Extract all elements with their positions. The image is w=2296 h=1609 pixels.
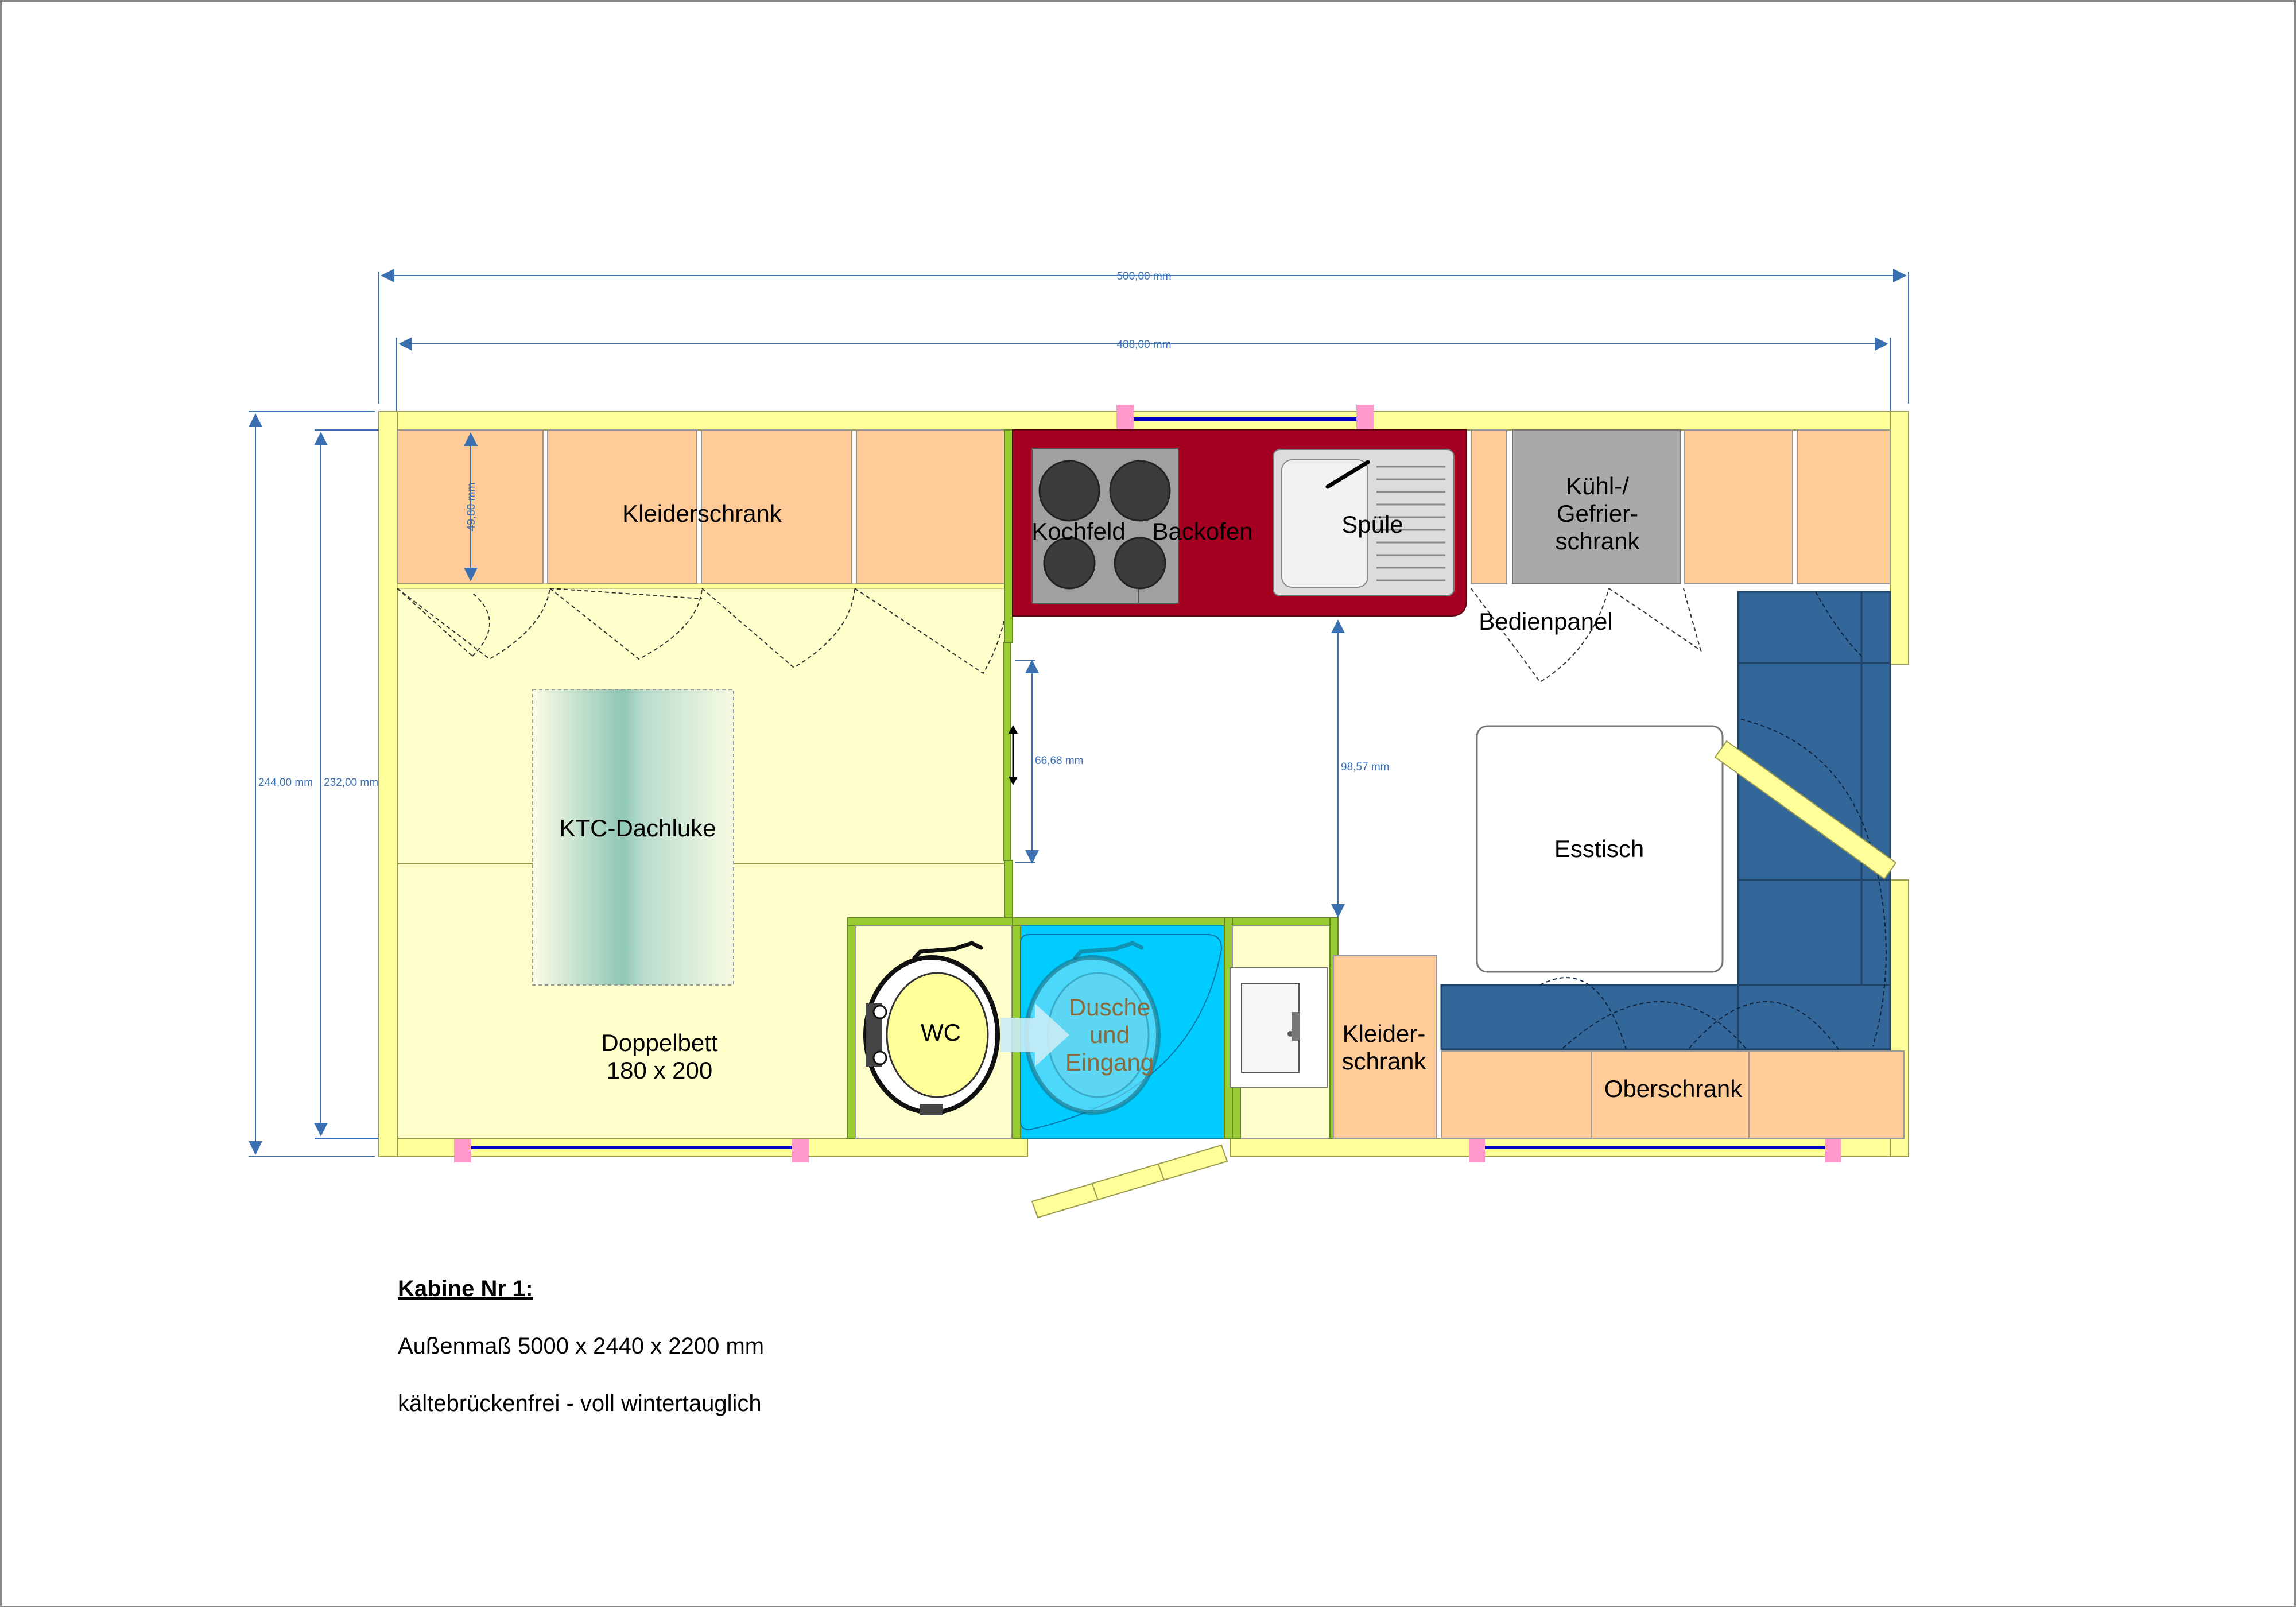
dimension-outer-width: 244,00 mm <box>249 411 375 1157</box>
washbasin <box>1230 917 1339 1139</box>
dimension-label-inner-width: 232,00 mm <box>324 777 378 789</box>
dimension-aisle: 98,57 mm <box>1331 619 1389 918</box>
caption-dimensions: Außenmaß 5000 x 2440 x 2200 mm <box>398 1333 765 1359</box>
dining-table-label: Esstisch <box>1554 835 1644 862</box>
caption-insulation: kältebrückenfrei - voll wintertauglich <box>398 1391 762 1416</box>
window-top <box>1116 405 1374 433</box>
dimension-label-aisle: 98,57 mm <box>1341 761 1389 773</box>
skylight <box>532 689 734 986</box>
wc-label: WC <box>921 1019 961 1046</box>
wardrobe-small-label-line1: Kleider- <box>1343 1020 1426 1047</box>
oven-label: Backofen <box>1152 518 1252 545</box>
upper-cabinet-label: Oberschrank <box>1604 1075 1743 1102</box>
upper-cabinet-bottom-right <box>1441 1050 1905 1139</box>
toilet <box>863 941 1000 1115</box>
sink <box>1273 449 1455 596</box>
control-panel-label: Bedienpanel <box>1479 608 1613 635</box>
dimension-label-door-gap: 66,68 mm <box>1035 755 1083 767</box>
dimension-inner-length: 488,00 mm <box>396 337 1891 421</box>
dimension-label-cabinet-depth: 49,80 mm <box>466 483 478 531</box>
fridge-label-line1: Kühl-/ <box>1566 472 1629 499</box>
window-bottom-right <box>1469 1137 1841 1162</box>
upper-cabinets-right <box>1471 429 1891 683</box>
dimension-outer-length: 500,00 mm <box>378 269 1909 404</box>
dimension-cabinet-depth: 49,80 mm <box>464 432 478 581</box>
bed-label-line2: 180 x 200 <box>607 1057 713 1084</box>
shower-label-line3: Eingang <box>1065 1049 1154 1076</box>
wardrobe-top-label: Kleiderschrank <box>622 500 782 527</box>
shower-entry <box>1000 917 1233 1139</box>
entry-door[interactable] <box>1031 1144 1228 1219</box>
dining-table <box>1476 725 1724 973</box>
table-leaf-folded <box>1714 740 1897 880</box>
partition-bed-kitchen <box>1003 429 1013 921</box>
cooktop-oven <box>1031 448 1179 604</box>
wardrobe-small <box>1333 955 1437 1139</box>
fridge-label-line2: Gefrier- <box>1557 500 1638 527</box>
dimension-label-outer-width: 244,00 mm <box>258 777 313 789</box>
sink-label: Spüle <box>1341 511 1403 538</box>
bed-label-line1: Doppelbett <box>601 1029 718 1056</box>
dimension-label-outer-length: 500,00 mm <box>1116 270 1171 282</box>
shower-label-line2: und <box>1089 1021 1130 1048</box>
wardrobe-small-label-line2: schrank <box>1341 1048 1426 1075</box>
caption-title: Kabine Nr 1: <box>398 1276 533 1301</box>
fridge-label-line3: schrank <box>1555 528 1640 555</box>
dimension-door-gap: 66,68 mm <box>1009 660 1083 864</box>
skylight-label: KTC-Dachluke <box>559 815 716 842</box>
shower-label-line1: Dusche <box>1069 994 1150 1021</box>
cooktop-label: Kochfeld <box>1031 518 1125 545</box>
dimension-label-inner-length: 488,00 mm <box>1116 339 1171 351</box>
